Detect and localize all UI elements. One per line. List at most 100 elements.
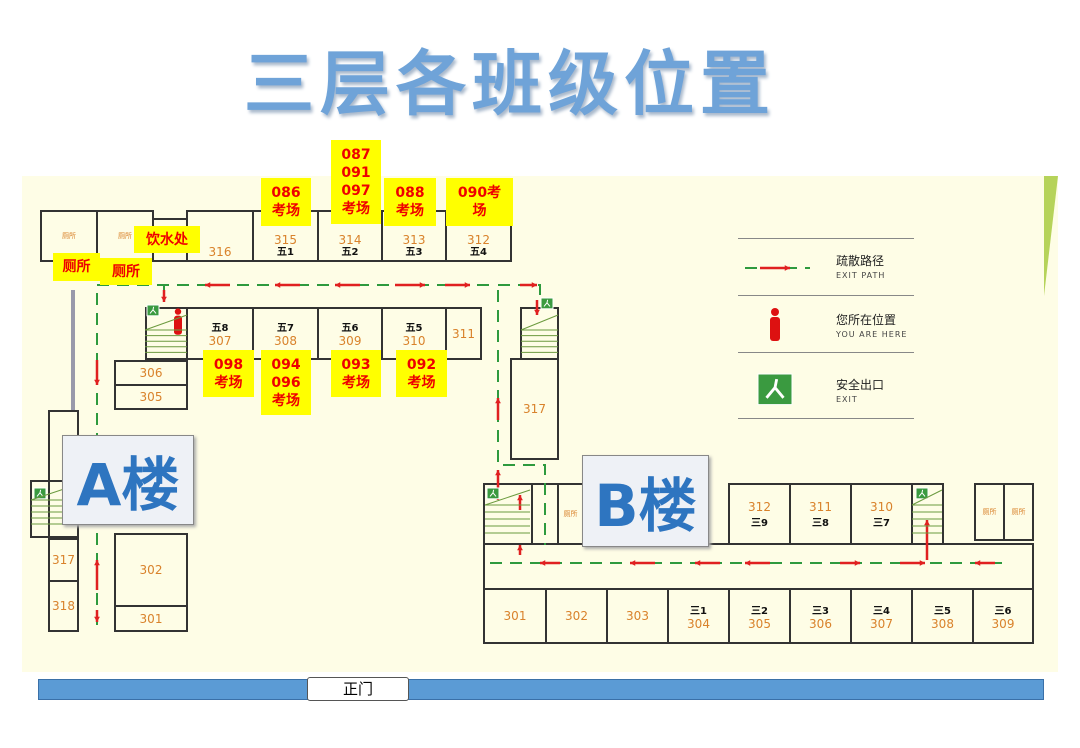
evac-arrow-head: [335, 282, 341, 288]
room-number: 302: [139, 563, 163, 577]
room-b-厕所: 厕所: [1003, 483, 1034, 541]
class-tag: 三8: [812, 517, 829, 529]
label-line: 厕所: [112, 263, 140, 280]
evac-arrow-head: [630, 560, 636, 566]
room-number: 310: [402, 334, 426, 348]
evac-arrow-head: [924, 520, 930, 526]
legend-divider: [738, 295, 914, 296]
evac-arrow-head: [94, 379, 100, 385]
legend-divider: [738, 238, 914, 239]
you-are-here-icon: [770, 317, 780, 341]
room-b-301: 301: [483, 588, 547, 644]
legend-divider: [738, 418, 914, 419]
class-tag: 三2: [751, 605, 768, 617]
room-b-302: 302: [545, 588, 608, 644]
class-tag: 五8: [211, 323, 229, 334]
room-number: 312: [467, 233, 490, 247]
exit-runner-glyph: [489, 489, 497, 497]
room-number: 318: [52, 599, 75, 613]
class-tag: 五1: [277, 247, 294, 258]
label-line: 考场: [214, 374, 243, 391]
room-number: 313: [402, 233, 426, 247]
label-line: 094: [271, 356, 301, 373]
room-a-305: 305: [114, 384, 188, 410]
building-a-label: A楼: [62, 435, 194, 525]
room-number: 308: [274, 334, 297, 348]
label-line: 考场: [272, 203, 300, 219]
evac-arrow-head: [205, 282, 211, 288]
wall-block: [483, 483, 533, 545]
legend-divider: [738, 352, 914, 353]
evac-arrow-head: [94, 560, 100, 566]
room-number: 301: [503, 609, 527, 623]
label-line: 饮水处: [146, 231, 188, 248]
exam-room-label: 086 考场: [261, 178, 311, 226]
exit-runner-glyph: [149, 306, 157, 314]
room-number: 307: [208, 334, 232, 348]
evac-arrow-head: [275, 282, 281, 288]
evac-arrow-head: [540, 560, 546, 566]
room-number: 312: [748, 499, 771, 514]
class-tag: 三6: [994, 605, 1012, 617]
legend-here-en: YOU ARE HERE: [836, 330, 908, 339]
room-number: 厕所: [982, 508, 997, 516]
exit-runner-glyph: [918, 489, 926, 497]
you-are-here-icon: [771, 308, 779, 316]
room-a-311: 311: [445, 307, 482, 360]
legend-exit-en: EXIT: [836, 395, 858, 404]
label-line: 090考: [457, 185, 502, 201]
evac-arrow-head: [745, 560, 751, 566]
label-line: 086: [271, 185, 301, 201]
label-line: 考场: [342, 374, 370, 391]
label-line: 考场: [272, 392, 300, 409]
exam-room-label: 090考场: [446, 178, 513, 226]
evac-arrow-head: [919, 560, 925, 566]
page-title: 三层各班级位置: [244, 43, 776, 125]
room-number: 307: [870, 616, 893, 631]
room-number: 厕所: [1011, 508, 1026, 516]
label-line: 098: [213, 356, 244, 373]
room-number: 306: [139, 366, 163, 380]
class-tag: 五4: [470, 247, 487, 258]
legend-path-en: EXIT PATH: [836, 271, 886, 280]
room-number: 厕所: [118, 232, 132, 240]
room-number: 厕所: [563, 510, 578, 518]
room-number: 317: [52, 553, 75, 567]
evac-arrow-head: [161, 296, 167, 302]
room-number: 308: [931, 616, 954, 631]
exit-runner-glyph: [765, 378, 785, 399]
room-number: 厕所: [62, 232, 76, 240]
stair-rail: [911, 489, 943, 506]
label-line: 考场: [342, 201, 370, 217]
label-line: 096: [271, 374, 301, 391]
room-number: 311: [452, 326, 475, 341]
class-tag: 五2: [341, 247, 359, 258]
evac-arrow-head: [784, 265, 790, 271]
evac-arrow-head: [94, 616, 100, 622]
room-number: 309: [338, 334, 362, 348]
room-number: 311: [809, 499, 832, 514]
evac-arrow-head: [495, 398, 501, 404]
room-number: 302: [565, 609, 588, 623]
stair-rail: [144, 314, 188, 331]
room-number: 304: [687, 616, 710, 631]
label-line: 厕所: [62, 259, 91, 275]
main-road-bar: [38, 679, 1044, 700]
class-tag: 三5: [934, 605, 951, 617]
legend-path-label: 疏散路径: [836, 254, 885, 268]
evac-arrow-head: [464, 282, 470, 288]
class-tag: 五6: [341, 323, 359, 334]
exam-room-label: 厕所: [100, 258, 152, 285]
room-number: 316: [208, 245, 232, 259]
stair-rail: [520, 314, 559, 331]
room-number: 315: [274, 233, 297, 247]
